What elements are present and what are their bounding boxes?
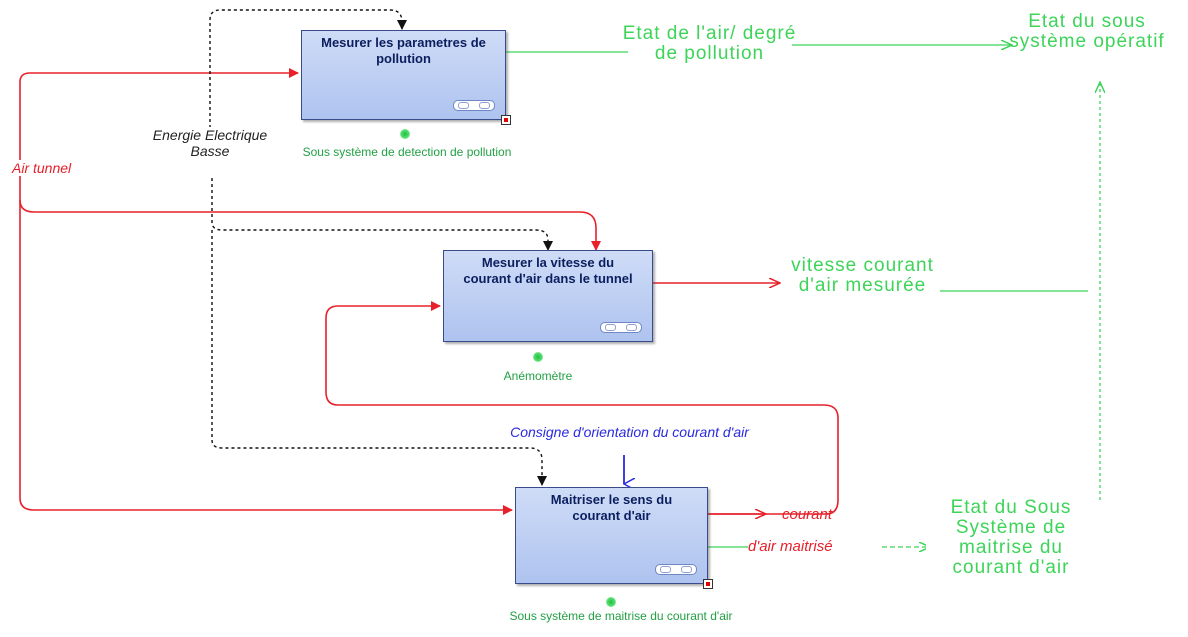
- box-title: Mesurer les parametres de pollution: [321, 35, 486, 66]
- energy-to-pollution: [209, 9, 407, 128]
- box-caption: Sous système de detection de pollution: [302, 145, 512, 159]
- box-handle-icon: [655, 564, 697, 575]
- box-handle-icon: [453, 100, 495, 111]
- box-marker-icon: [501, 115, 511, 125]
- air-maitrise-label: d'air maitrisé: [748, 538, 833, 555]
- vitesse-label: vitesse courant d'air mesurée: [791, 255, 934, 296]
- air-tunnel-to-vitesse: [19, 175, 601, 251]
- consigne-label: Consigne d'orientation du courant d'air: [510, 424, 749, 440]
- etat-air-label: Etat de l'air/ degré de pollution: [622, 23, 797, 64]
- green-star-icon: [606, 597, 616, 607]
- energie-label: Energie Electrique Basse: [145, 127, 275, 159]
- box-title: Mesurer la vitesse du courant d'air dans…: [463, 255, 633, 286]
- box-handle-icon: [600, 322, 642, 333]
- green-star-icon: [533, 352, 543, 362]
- function-box-mesurer-vitesse[interactable]: Mesurer la vitesse du courant d'air dans…: [443, 250, 653, 342]
- air-tunnel-to-pollution: [19, 68, 299, 170]
- energy-to-vitesse: [211, 178, 553, 251]
- courant-label: courant: [782, 506, 833, 523]
- air-tunnel-label: Air tunnel: [10, 160, 74, 176]
- feedback-loop: [325, 301, 839, 515]
- function-box-maitriser-sens[interactable]: Maitriser le sens du courant d'air: [515, 487, 713, 589]
- box-caption: Anémomètre: [503, 369, 573, 383]
- energy-to-maitrise: [211, 230, 547, 486]
- box-marker-icon: [703, 579, 713, 589]
- etat-operatif-label: Etat du sous système opératif: [1009, 11, 1165, 52]
- etat-maitrise-label: Etat du Sous Système de maitrise du cour…: [926, 498, 1096, 578]
- air-tunnel-to-maitrise: [19, 200, 513, 515]
- box-caption: Sous système de maitrise du courant d'ai…: [509, 609, 733, 623]
- function-box-mesurer-pollution[interactable]: Mesurer les parametres de pollution: [301, 30, 511, 125]
- green-star-icon: [400, 129, 410, 139]
- box-title: Maitriser le sens du courant d'air: [550, 492, 673, 523]
